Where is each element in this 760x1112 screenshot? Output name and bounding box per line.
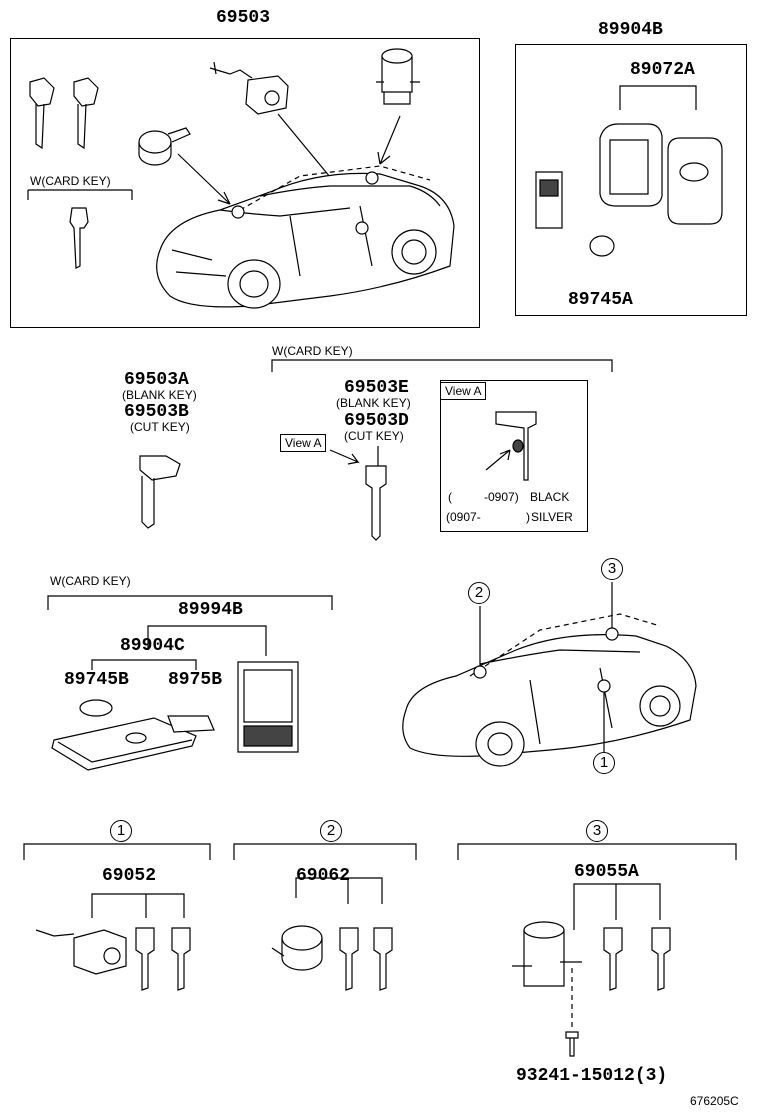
card-key-blade-icon [69,207,89,269]
view-a-title: View A [440,382,487,400]
part-number-89072A[interactable]: 89072A [630,60,695,80]
car-illustration-mid [402,582,697,767]
lock-cylinder-icon [138,127,191,166]
part-number-89745B[interactable]: 89745B [64,670,129,690]
view-a-row2-color: SILVER [531,510,573,524]
part-number-69062[interactable]: 69062 [296,866,351,886]
view-a-detail-icon [485,411,537,481]
screw-part-number[interactable]: 93241-15012(3) [516,1066,668,1086]
view-a-row1-open: ( [448,490,452,504]
top-left-frame [10,38,480,328]
top-right-frame [515,44,747,316]
car-callout-1: 1 [593,752,615,774]
card-key-group-label-lower: W(CARD KEY) [50,574,131,588]
car-callout-3: 3 [601,558,623,580]
bottom-callout-3: 3 [586,820,608,842]
part-number-8975B[interactable]: 8975B [168,670,223,690]
part-number-69052[interactable]: 69052 [102,866,157,886]
car-callout-2: 2 [468,582,490,604]
ignition-bottom-icon [512,921,582,1057]
remote-key-icon [535,123,723,257]
part-number-89904B[interactable]: 89904B [598,20,663,40]
view-a-frame [440,380,588,532]
ignition-lock-icon [376,48,420,105]
part-number-69503A[interactable]: 69503A [124,370,189,390]
figure-code: 676205C [690,1094,739,1108]
part-number-69055A[interactable]: 69055A [574,862,639,882]
cut-key-note-b: (CUT KEY) [130,420,190,434]
key-head-icon [29,77,99,150]
cut-key-note-d: (CUT KEY) [344,429,404,443]
cylinder-bottom-icon [271,925,323,971]
blank-key-note-a: (BLANK KEY) [122,388,197,402]
part-number-69503B[interactable]: 69503B [124,402,189,422]
part-number-69503E[interactable]: 69503E [344,378,409,398]
part-number-89904C[interactable]: 89904C [120,636,185,656]
car-illustration-top [156,165,455,309]
view-a-row1-color: BLACK [530,490,570,504]
bottom-callout-1: 1 [110,820,132,842]
part-number-69503[interactable]: 69503 [216,8,271,28]
view-a-row2-close: ) [526,510,530,524]
card-key-mid-icon [329,446,387,541]
view-a-row2-open: (0907- [446,510,481,524]
blank-key-note-e: (BLANK KEY) [336,396,411,410]
door-lock-assembly-icon [209,61,289,115]
view-a-tag: View A [280,434,327,452]
blank-key-icon [139,455,181,529]
card-key-group-label-mid: W(CARD KEY) [272,344,353,358]
part-number-89745A[interactable]: 89745A [568,290,633,310]
part-number-69503D[interactable]: 69503D [344,411,409,431]
view-a-row1-range: -0907) [484,490,519,504]
key-bottom-icon [135,927,671,991]
card-key-label: W(CARD KEY) [30,174,111,188]
part-number-89994B[interactable]: 89994B [178,600,243,620]
door-lock-bottom-icon [35,929,127,975]
card-key-plate-icon [51,661,299,771]
bottom-callout-2: 2 [320,820,342,842]
